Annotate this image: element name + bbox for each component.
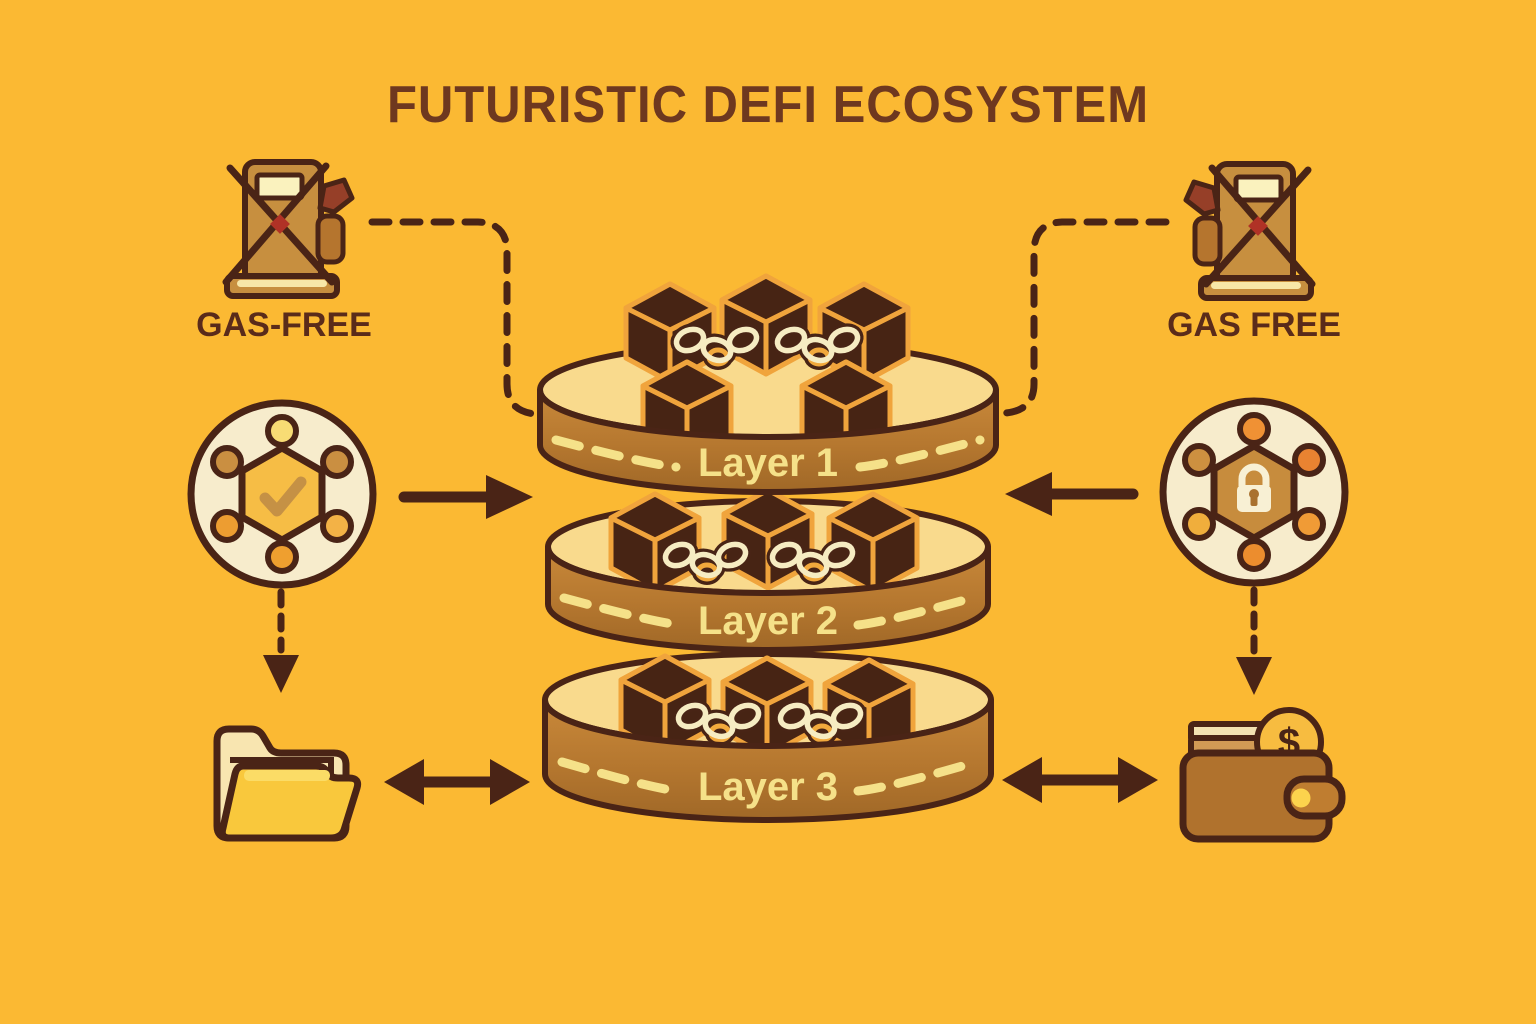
folder-highlight [244,770,330,781]
double-arrow-folder-layer3 [384,759,530,805]
network-check-icon [187,399,377,589]
gas-pump-crossed-icon-left [226,162,352,296]
dashed-connector-left [368,218,539,418]
band-dashes [853,757,981,796]
gas-free-left-label: GAS-FREE [196,306,372,344]
gas-free-right-label: GAS FREE [1167,306,1341,344]
band-dashes [551,435,681,472]
arrow-network-to-layers-right [1005,472,1139,516]
layer-3-cylinder: Layer 3 [542,651,994,823]
layer-2-cylinder: Layer 2 [545,490,991,653]
hexagon [238,444,326,544]
arrow-network-to-layers-left [398,475,533,519]
lock-icon [1237,463,1271,512]
double-arrow-layer3-wallet [1002,757,1158,803]
band-dashes [559,593,685,630]
band-dashes [853,593,977,630]
dashed-arrow-network-to-wallet [1236,586,1272,695]
band-dashes [557,757,683,796]
folder-icon [213,725,362,842]
dashed-arrow-network-to-folder [263,588,299,693]
layer-1-label: Layer 1 [698,441,838,485]
layer-1-cylinder: Layer 1 [537,276,999,495]
page-title: FUTURISTIC DEFI ECOSYSTEM [387,76,1149,134]
check-icon [259,476,307,517]
wallet-icon: $ [1179,707,1346,843]
network-lock-icon [1159,397,1349,587]
wallet-clasp-button [1291,788,1311,808]
gas-pump-crossed-icon-right [1186,164,1312,298]
layer-2-label: Layer 2 [698,599,838,643]
band-dashes [855,435,985,472]
layer-3-label: Layer 3 [698,765,838,809]
dashed-connector-right [1002,218,1170,417]
